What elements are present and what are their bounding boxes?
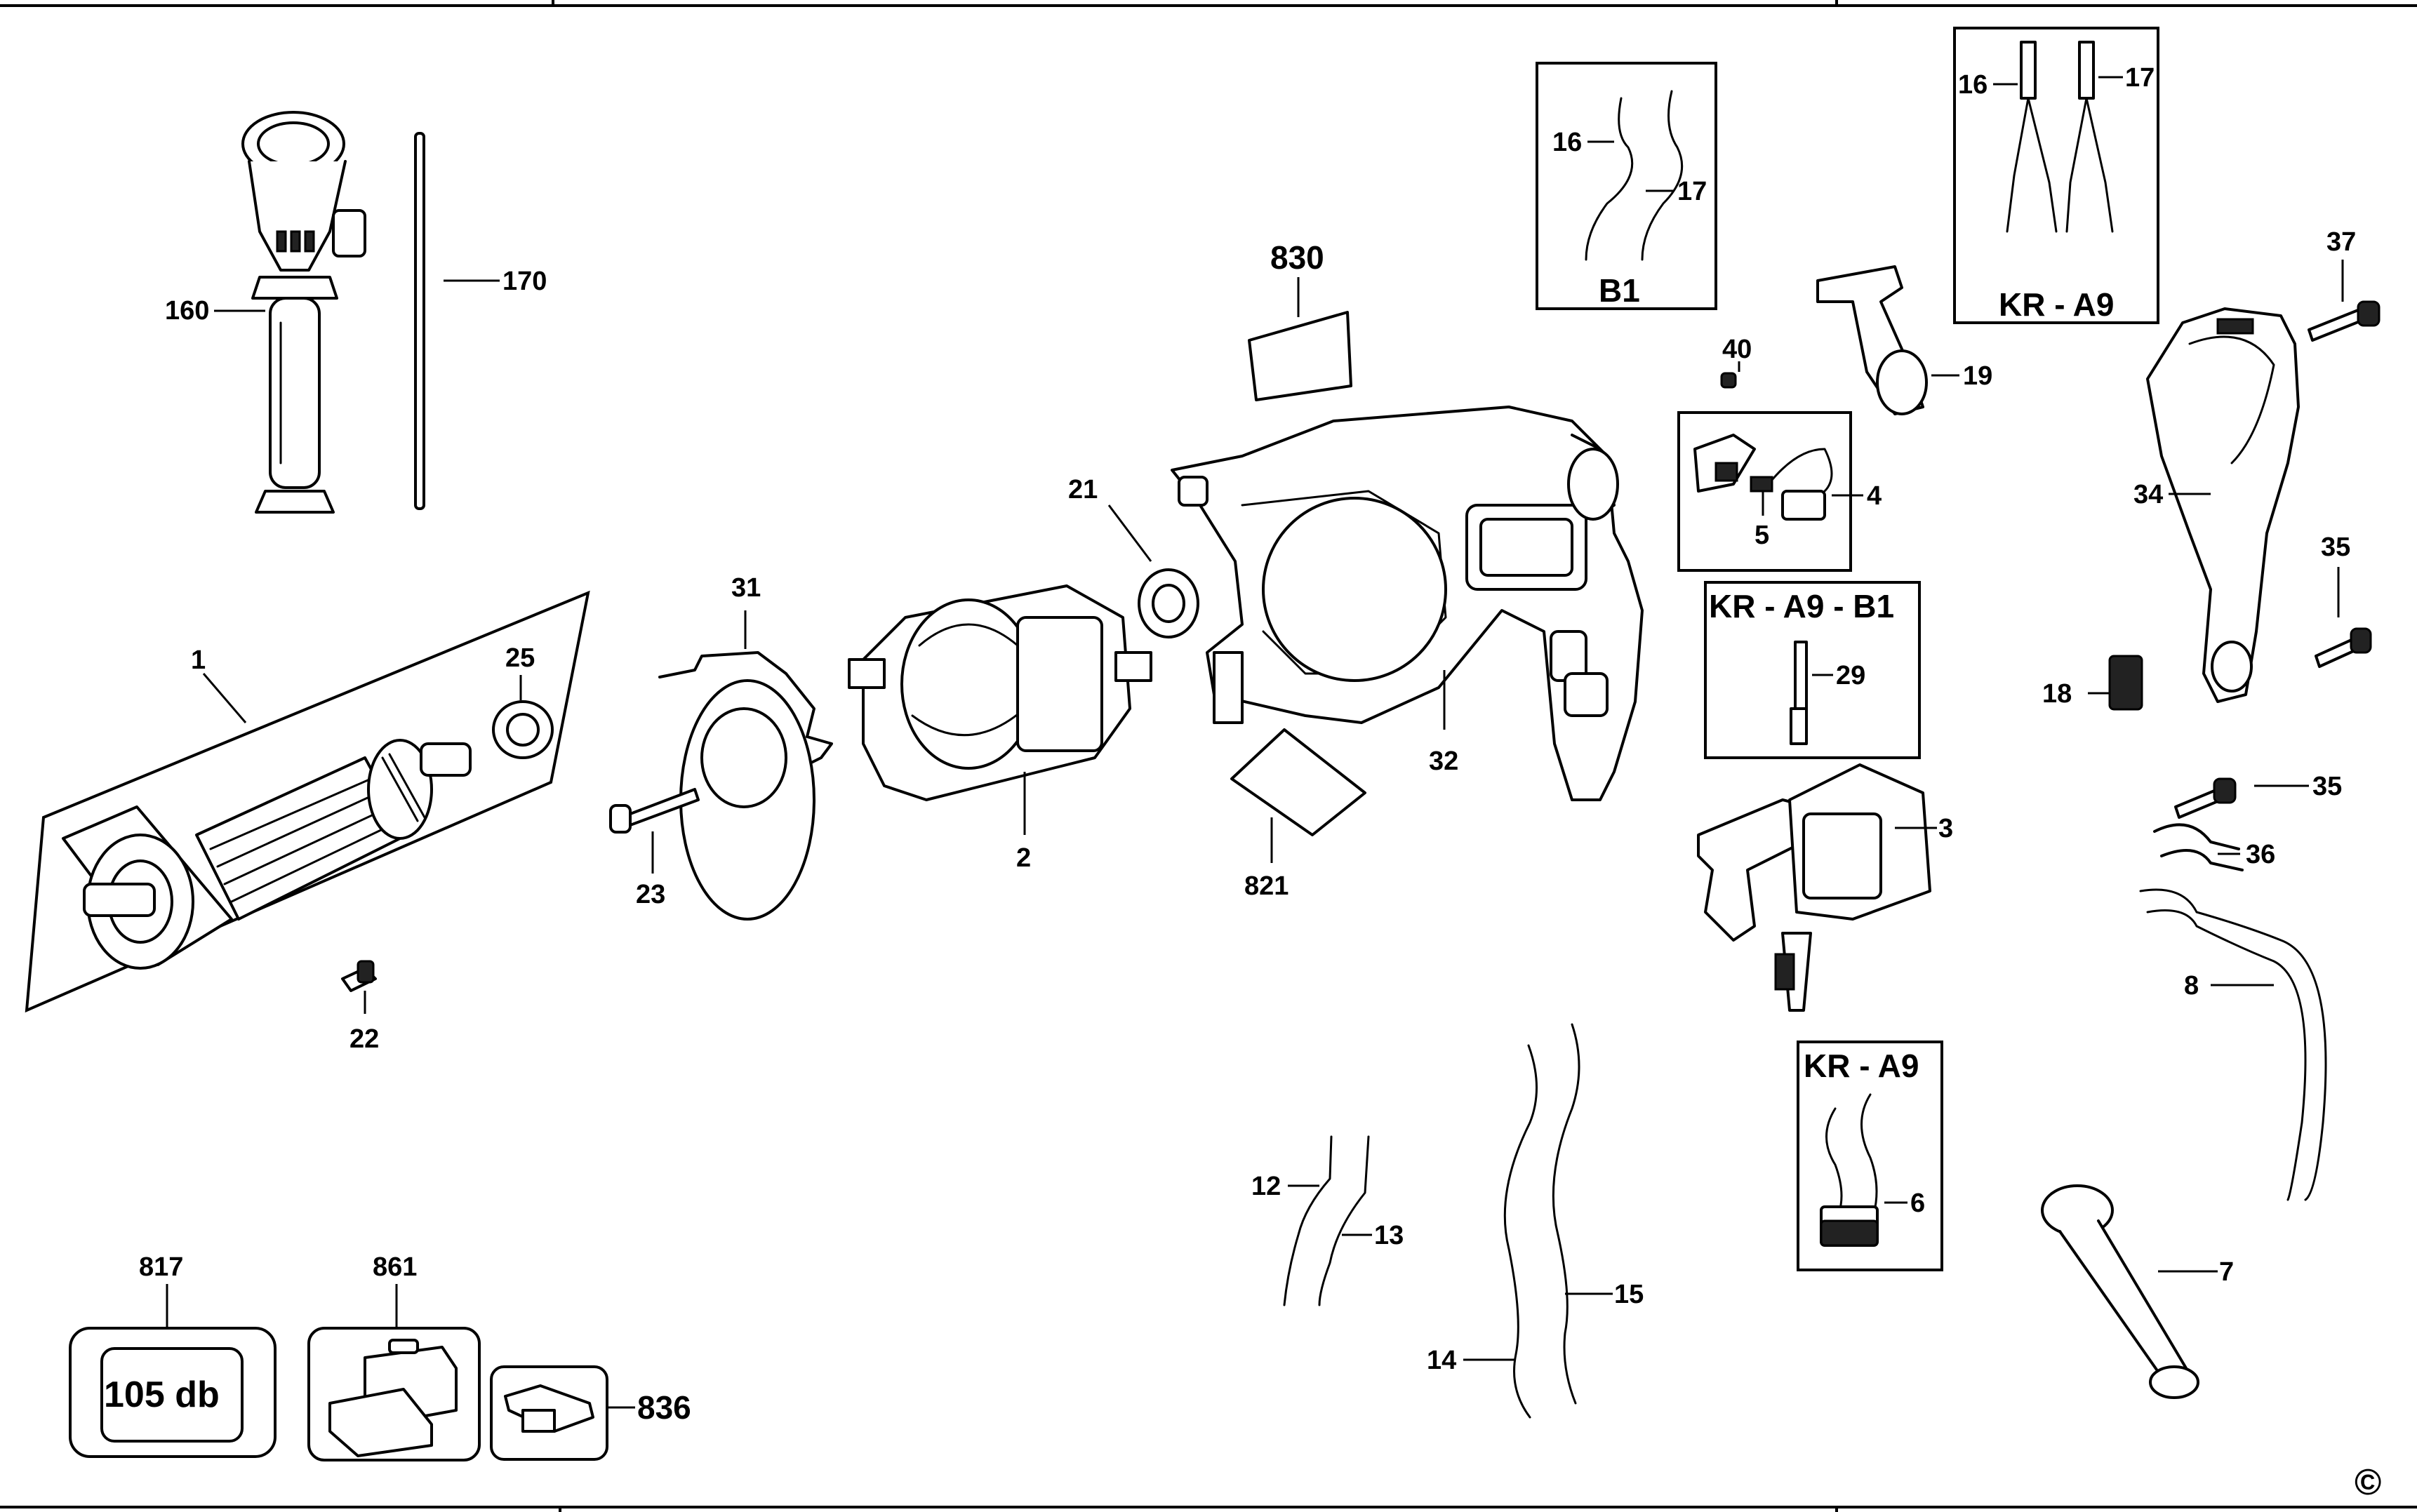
part-label-31: 31: [731, 573, 761, 603]
part-label-817: 817: [139, 1252, 183, 1282]
box-kr-a9-bottom: [1797, 1041, 1943, 1271]
part-label-170: 170: [502, 267, 547, 296]
part-label-2: 2: [1016, 843, 1031, 873]
part-label-160: 160: [165, 296, 209, 326]
leader-21: [1107, 504, 1152, 562]
part-label-21: 21: [1068, 475, 1098, 504]
part-label-35a: 35: [2321, 533, 2350, 562]
bearing-21-part: [1138, 568, 1199, 638]
side-handle-part: [241, 111, 366, 514]
wires-14-15-part: [1503, 1023, 1580, 1419]
part-label-34: 34: [2133, 480, 2163, 509]
screw-37-part: [2308, 300, 2381, 342]
switch-3-part: [1697, 763, 1931, 1012]
label-821-part: [1230, 728, 1366, 836]
part-label-5: 5: [1755, 521, 1769, 550]
part-label-29: 29: [1836, 661, 1865, 690]
wires-12-13-part: [1283, 1135, 1370, 1306]
cord-guard-7-part: [2041, 1184, 2199, 1399]
handle-half-34-part: [2146, 307, 2300, 703]
box-label-kr-a9-top: KR - A9: [1999, 286, 2114, 323]
part-label-17a: 17: [1677, 177, 1707, 206]
part-label-836: 836: [637, 1389, 691, 1426]
part-label-1: 1: [191, 645, 206, 675]
part-label-821: 821: [1244, 871, 1289, 901]
capacitor-18-part: [2108, 655, 2143, 711]
box-b1: [1536, 62, 1717, 310]
box-label-kr-a9-bottom: KR - A9: [1804, 1048, 1919, 1084]
brush-holder-19-part: [1816, 265, 1928, 415]
part-label-19: 19: [1963, 361, 1992, 391]
part-label-16b: 16: [1958, 70, 1987, 100]
screw-35a-part: [2315, 627, 2372, 668]
part-label-7: 7: [2219, 1257, 2234, 1287]
part-label-4: 4: [1867, 481, 1882, 511]
part-label-861: 861: [373, 1252, 417, 1282]
carry-case-861-part: [307, 1327, 481, 1461]
noise-value-text: 105 db: [104, 1374, 220, 1415]
screw-23-part: [609, 788, 700, 834]
screw-40-part: [1720, 372, 1737, 389]
part-label-14: 14: [1427, 1346, 1456, 1375]
depth-rod-part: [414, 132, 425, 510]
box-kr-a9-top: [1953, 27, 2159, 324]
part-label-12: 12: [1251, 1172, 1281, 1201]
bearing-25-part: [492, 700, 554, 759]
baffle-31-part: [658, 651, 833, 921]
part-label-37: 37: [2326, 227, 2356, 257]
cord-clamp-36-part: [2153, 823, 2244, 871]
part-label-6: 6: [1910, 1189, 1925, 1218]
armature-part: [25, 590, 590, 1013]
part-label-18: 18: [2042, 679, 2072, 709]
part-label-3: 3: [1938, 814, 1953, 843]
case-insert-836-part: [490, 1365, 608, 1461]
part-label-17b: 17: [2125, 63, 2155, 93]
brush-assembly-4-part: [1677, 411, 1852, 572]
part-label-25: 25: [505, 643, 535, 673]
part-label-22: 22: [349, 1024, 379, 1054]
label-830-part: [1248, 311, 1352, 401]
part-label-36: 36: [2246, 840, 2275, 869]
part-label-35b: 35: [2312, 772, 2342, 801]
part-label-13: 13: [1374, 1221, 1404, 1250]
box-label-kr-a9-b1: KR - A9 - B1: [1709, 588, 1894, 624]
field-2-part: [848, 584, 1152, 801]
cord-8-part: [2139, 888, 2327, 1201]
part-label-8: 8: [2184, 971, 2199, 1001]
box-kr-a9-b1: [1704, 581, 1921, 759]
housing-32-part: [1171, 406, 1644, 801]
part-label-15: 15: [1614, 1280, 1644, 1309]
part-label-16a: 16: [1552, 128, 1582, 157]
screw-35b-part: [2174, 777, 2237, 819]
box-label-b1: B1: [1599, 272, 1640, 309]
part-label-23: 23: [636, 880, 665, 909]
part-label-32: 32: [1429, 747, 1458, 776]
leader-1: [202, 673, 247, 723]
copyright-mark: ©: [2355, 1462, 2381, 1503]
screw-22-part: [341, 960, 377, 992]
noise-label-817-part: [69, 1327, 277, 1458]
part-label-40: 40: [1722, 335, 1752, 364]
part-label-830: 830: [1270, 239, 1324, 276]
